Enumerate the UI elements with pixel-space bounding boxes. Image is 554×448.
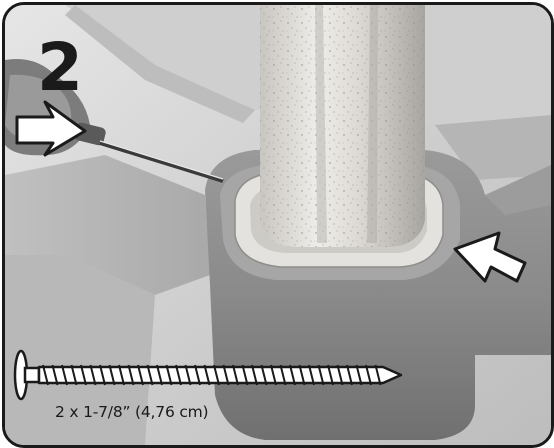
step-number: 2 bbox=[37, 29, 83, 106]
hardware-caption: 2 x 1-7/8” (4,76 cm) bbox=[55, 403, 209, 421]
screw-icon bbox=[13, 349, 403, 401]
assembly-photo bbox=[5, 5, 551, 445]
left-pointing-arrow-icon bbox=[453, 231, 527, 283]
right-pointing-arrow-icon bbox=[15, 100, 87, 157]
